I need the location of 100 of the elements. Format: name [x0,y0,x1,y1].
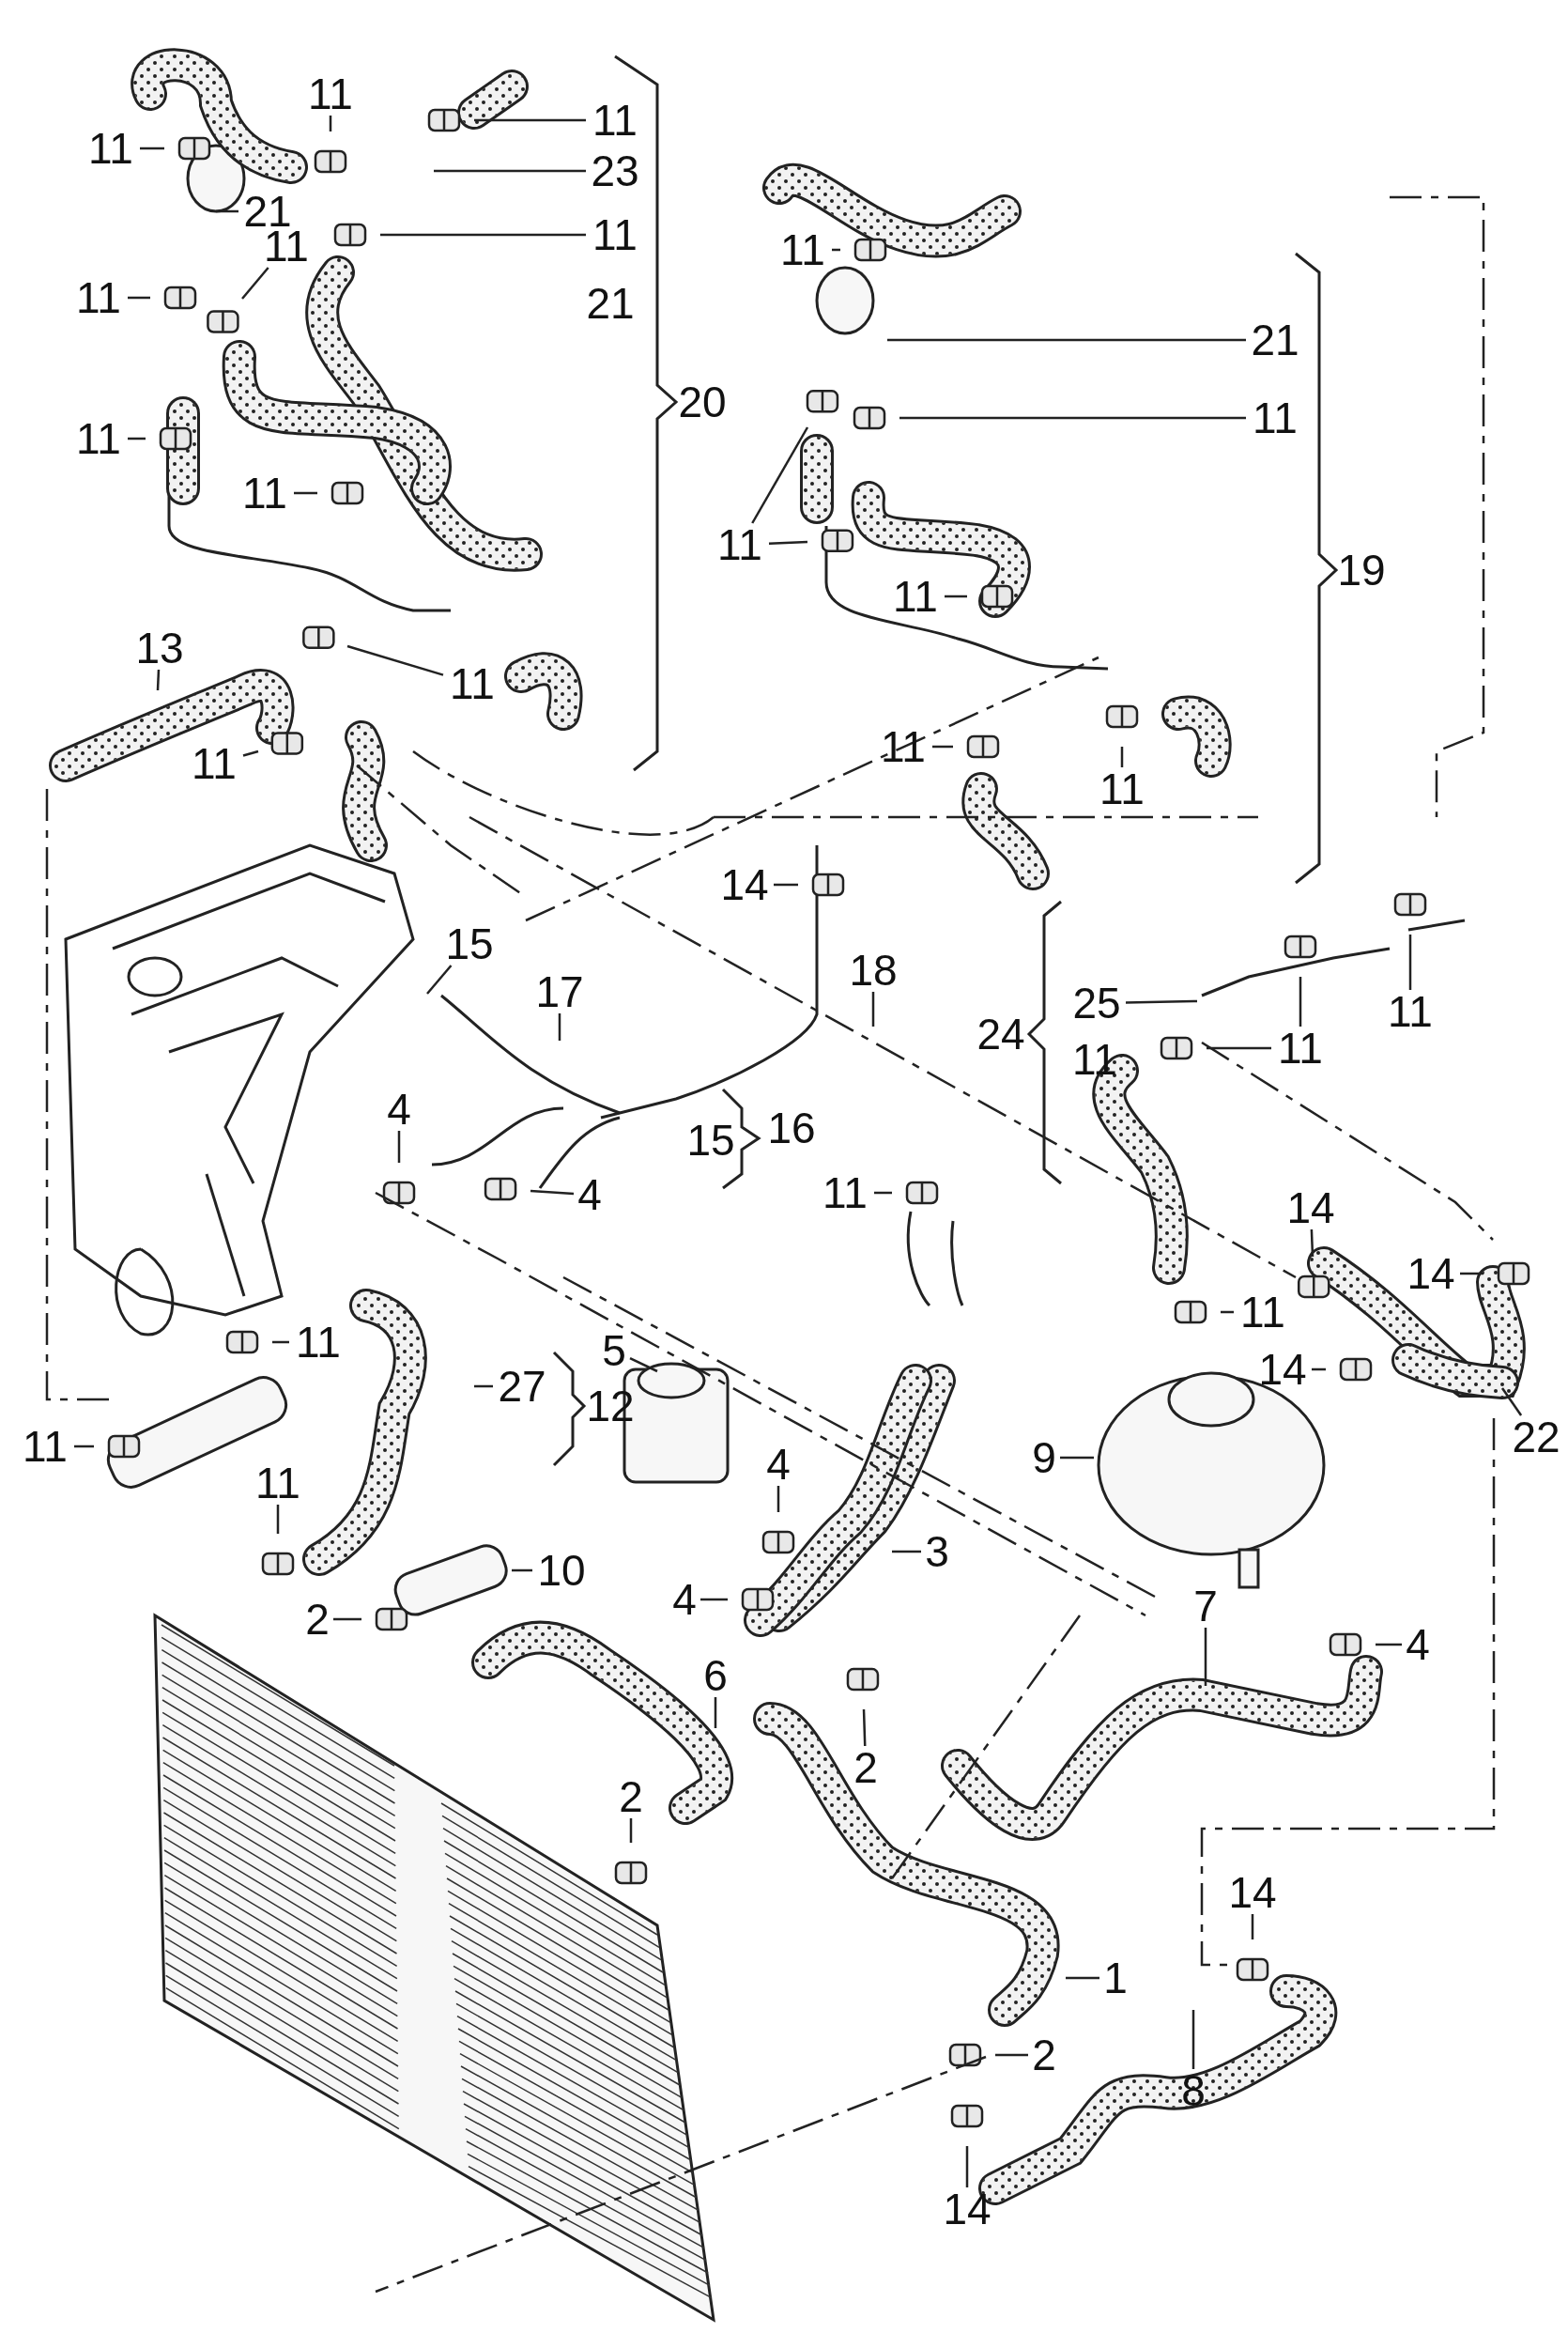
leader-line [241,267,269,300]
callout-number: 11 [1234,1290,1292,1334]
callout-number: 3 [921,1530,953,1573]
leader-line [272,1340,289,1344]
callout-number: 9 [1028,1436,1060,1479]
leader-line [1310,1228,1314,1258]
callout-number: 11 [1246,396,1304,440]
callout-number: 11 [185,742,243,785]
leader-line [892,1550,921,1553]
leader-line [156,669,161,691]
callout-number: 11 [69,276,128,319]
callout-number: 25 [1068,981,1126,1025]
leader-line [434,169,586,173]
callout-number: 4 [669,1578,700,1621]
leader-line [380,233,586,237]
leader-line [1204,1628,1207,1686]
leader-line [871,992,875,1027]
leader-line [995,2053,1028,2057]
callout-number: 10 [532,1549,591,1592]
callout-number: 11 [774,228,832,271]
callout-number: 5 [598,1329,630,1372]
leader-line [294,491,317,495]
callout-number: 23 [586,149,644,193]
leader-line [776,1486,780,1512]
leader-line [899,416,1246,420]
leader-line [1120,747,1124,767]
leader-line [1060,1456,1094,1460]
leader-line [832,248,840,252]
leader-line [74,1445,94,1448]
callout-number: 2 [1028,2033,1060,2077]
leader-line [329,116,332,131]
leader-line [1191,2010,1195,2069]
leader-line [558,1013,561,1041]
leader-line [774,883,798,887]
callout-number: 15 [685,1119,736,1162]
callout-number: 4 [762,1443,794,1486]
callout-number: 11 [586,99,644,142]
callout-number: 14 [1253,1348,1312,1391]
leader-line [426,965,453,995]
leader-line [629,1818,633,1843]
leader-line [751,426,809,524]
callout-number: 11 [443,662,501,705]
callout-number: 20 [677,380,728,424]
leader-line [1299,977,1302,1027]
leader-line [1207,1046,1271,1050]
callout-number: 24 [976,1012,1026,1056]
leader-line [1460,1272,1483,1275]
callout-number: 21 [1246,318,1304,362]
callout-number: 14 [715,863,774,906]
leader-line [932,745,953,749]
leader-line [512,1568,532,1572]
callout-number: 14 [1402,1252,1460,1295]
leader-line [700,1598,728,1601]
leader-line [333,1617,361,1621]
callout-number: 16 [766,1106,817,1150]
callout-number: 4 [383,1088,415,1131]
leader-line [128,437,146,440]
callout-number: 15 [440,922,499,966]
leader-line [1312,1367,1326,1371]
callout-number: 2 [301,1598,333,1641]
leader-line [1376,1643,1402,1646]
leader-line [346,644,444,676]
leader-line [242,749,259,757]
leader-line [530,1189,575,1196]
callout-number: 11 [301,72,360,116]
callout-number: 13 [131,626,189,670]
callout-number: 11 [236,471,294,515]
leader-line [1251,1914,1254,1939]
callout-number: 11 [816,1171,874,1214]
callout-number: 8 [1177,2069,1209,2112]
callout-number: 11 [82,127,140,170]
callout-number: 4 [1402,1623,1434,1666]
callout-number: 22 [1507,1415,1565,1459]
leader-line [474,1384,493,1388]
leader-line [474,118,586,122]
callout-number: 11 [1271,1027,1330,1070]
callout-number: 1 [1099,1956,1131,2000]
callout-number: 11 [711,523,769,566]
callout-number: 7 [1190,1584,1222,1628]
leader-line [965,2146,969,2187]
leader-line [397,1131,401,1163]
leader-line [1221,1310,1234,1314]
leader-line [276,1505,280,1534]
leader-line [216,209,238,213]
leader-line [1066,1976,1099,1980]
callout-number: 4 [574,1173,606,1216]
callout-number: 11 [69,417,128,460]
callout-number: 21 [585,282,636,325]
leader-line [862,1708,867,1747]
callout-number: 18 [844,949,902,992]
leader-line [945,595,967,598]
leader-line [1500,1387,1523,1416]
callout-number: 11 [886,575,945,618]
callout-number: 2 [615,1775,647,1818]
leader-line [140,147,164,150]
leader-line [714,1697,717,1728]
callout-number: 11 [249,1461,307,1505]
callout-number: 14 [1223,1871,1282,1914]
leader-line [1125,999,1198,1004]
leader-line [128,296,150,300]
